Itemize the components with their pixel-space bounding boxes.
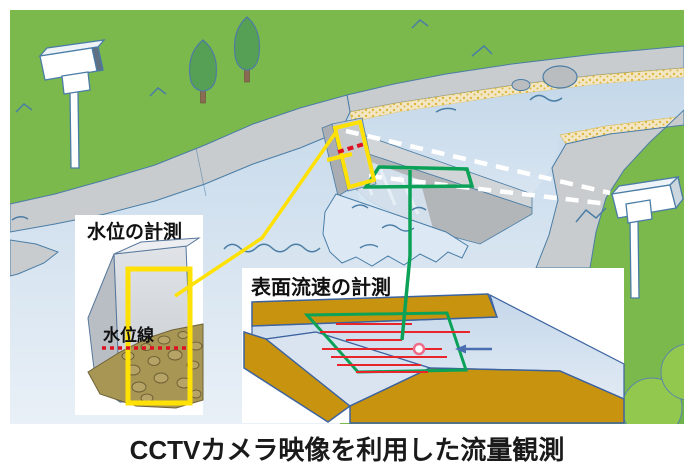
channel-far-bank	[251, 293, 499, 327]
water-squiggle	[351, 204, 369, 209]
river-upstream	[340, 77, 684, 195]
camera-lens	[91, 46, 104, 72]
tracked-particle	[412, 342, 426, 356]
cctv-camera-icon-left	[38, 39, 106, 169]
grass-mark	[15, 103, 33, 113]
water-level-line-label: 水位線	[103, 325, 154, 345]
water-squiggle	[411, 206, 427, 211]
water-squiggle	[529, 94, 563, 102]
bush	[660, 343, 684, 401]
channel-left-bank	[243, 330, 352, 423]
water-squiggle	[223, 243, 321, 253]
camera-end	[669, 175, 684, 210]
splash-pool	[322, 193, 469, 267]
water-squiggle	[11, 216, 29, 221]
tree-icon	[233, 16, 261, 83]
boulder	[542, 65, 578, 89]
velocity-region	[303, 311, 469, 374]
camera-mount	[625, 199, 653, 224]
pier-top-face	[113, 237, 201, 255]
surface-velocity-leader	[400, 170, 412, 341]
camera-pole	[69, 90, 80, 169]
rock-tip-left	[10, 239, 60, 277]
grass-mark	[411, 19, 429, 29]
water-level-marks	[337, 142, 365, 154]
camera-mount	[61, 71, 91, 95]
water-squiggle	[359, 244, 379, 249]
tree-icon	[188, 39, 218, 104]
channel-near-bank	[349, 367, 625, 424]
grass-mark	[149, 87, 167, 97]
camera-pole	[629, 218, 640, 299]
muddy-water	[87, 323, 204, 409]
water-level-tick	[326, 152, 353, 162]
grass-mark	[471, 44, 493, 57]
inset-water-level-title: 水位の計測	[87, 220, 182, 243]
cctv-camera-icon-right	[610, 175, 684, 299]
grass-mark	[575, 207, 607, 223]
inset-water-level: 水位の計測 水位線	[75, 215, 204, 415]
boulder	[511, 79, 531, 91]
inset-surface-velocity-title: 表面流速の計測	[251, 275, 391, 299]
water-squiggle	[435, 107, 457, 113]
water-level-leader	[174, 130, 338, 298]
inset-surface-velocity: 表面流速の計測	[242, 268, 625, 424]
bank-fold-line	[195, 147, 207, 197]
sight-line-upper	[345, 128, 611, 196]
figure-caption: CCTVカメラ映像を利用した流量観測	[130, 435, 565, 465]
sight-line-lower	[368, 173, 609, 207]
water-level-frame	[125, 266, 193, 406]
flow-direction-arrow-icon	[455, 344, 492, 354]
water-level-target-box	[332, 119, 377, 190]
scene: 水位の計測 水位線 表面流速の計測	[10, 10, 684, 424]
